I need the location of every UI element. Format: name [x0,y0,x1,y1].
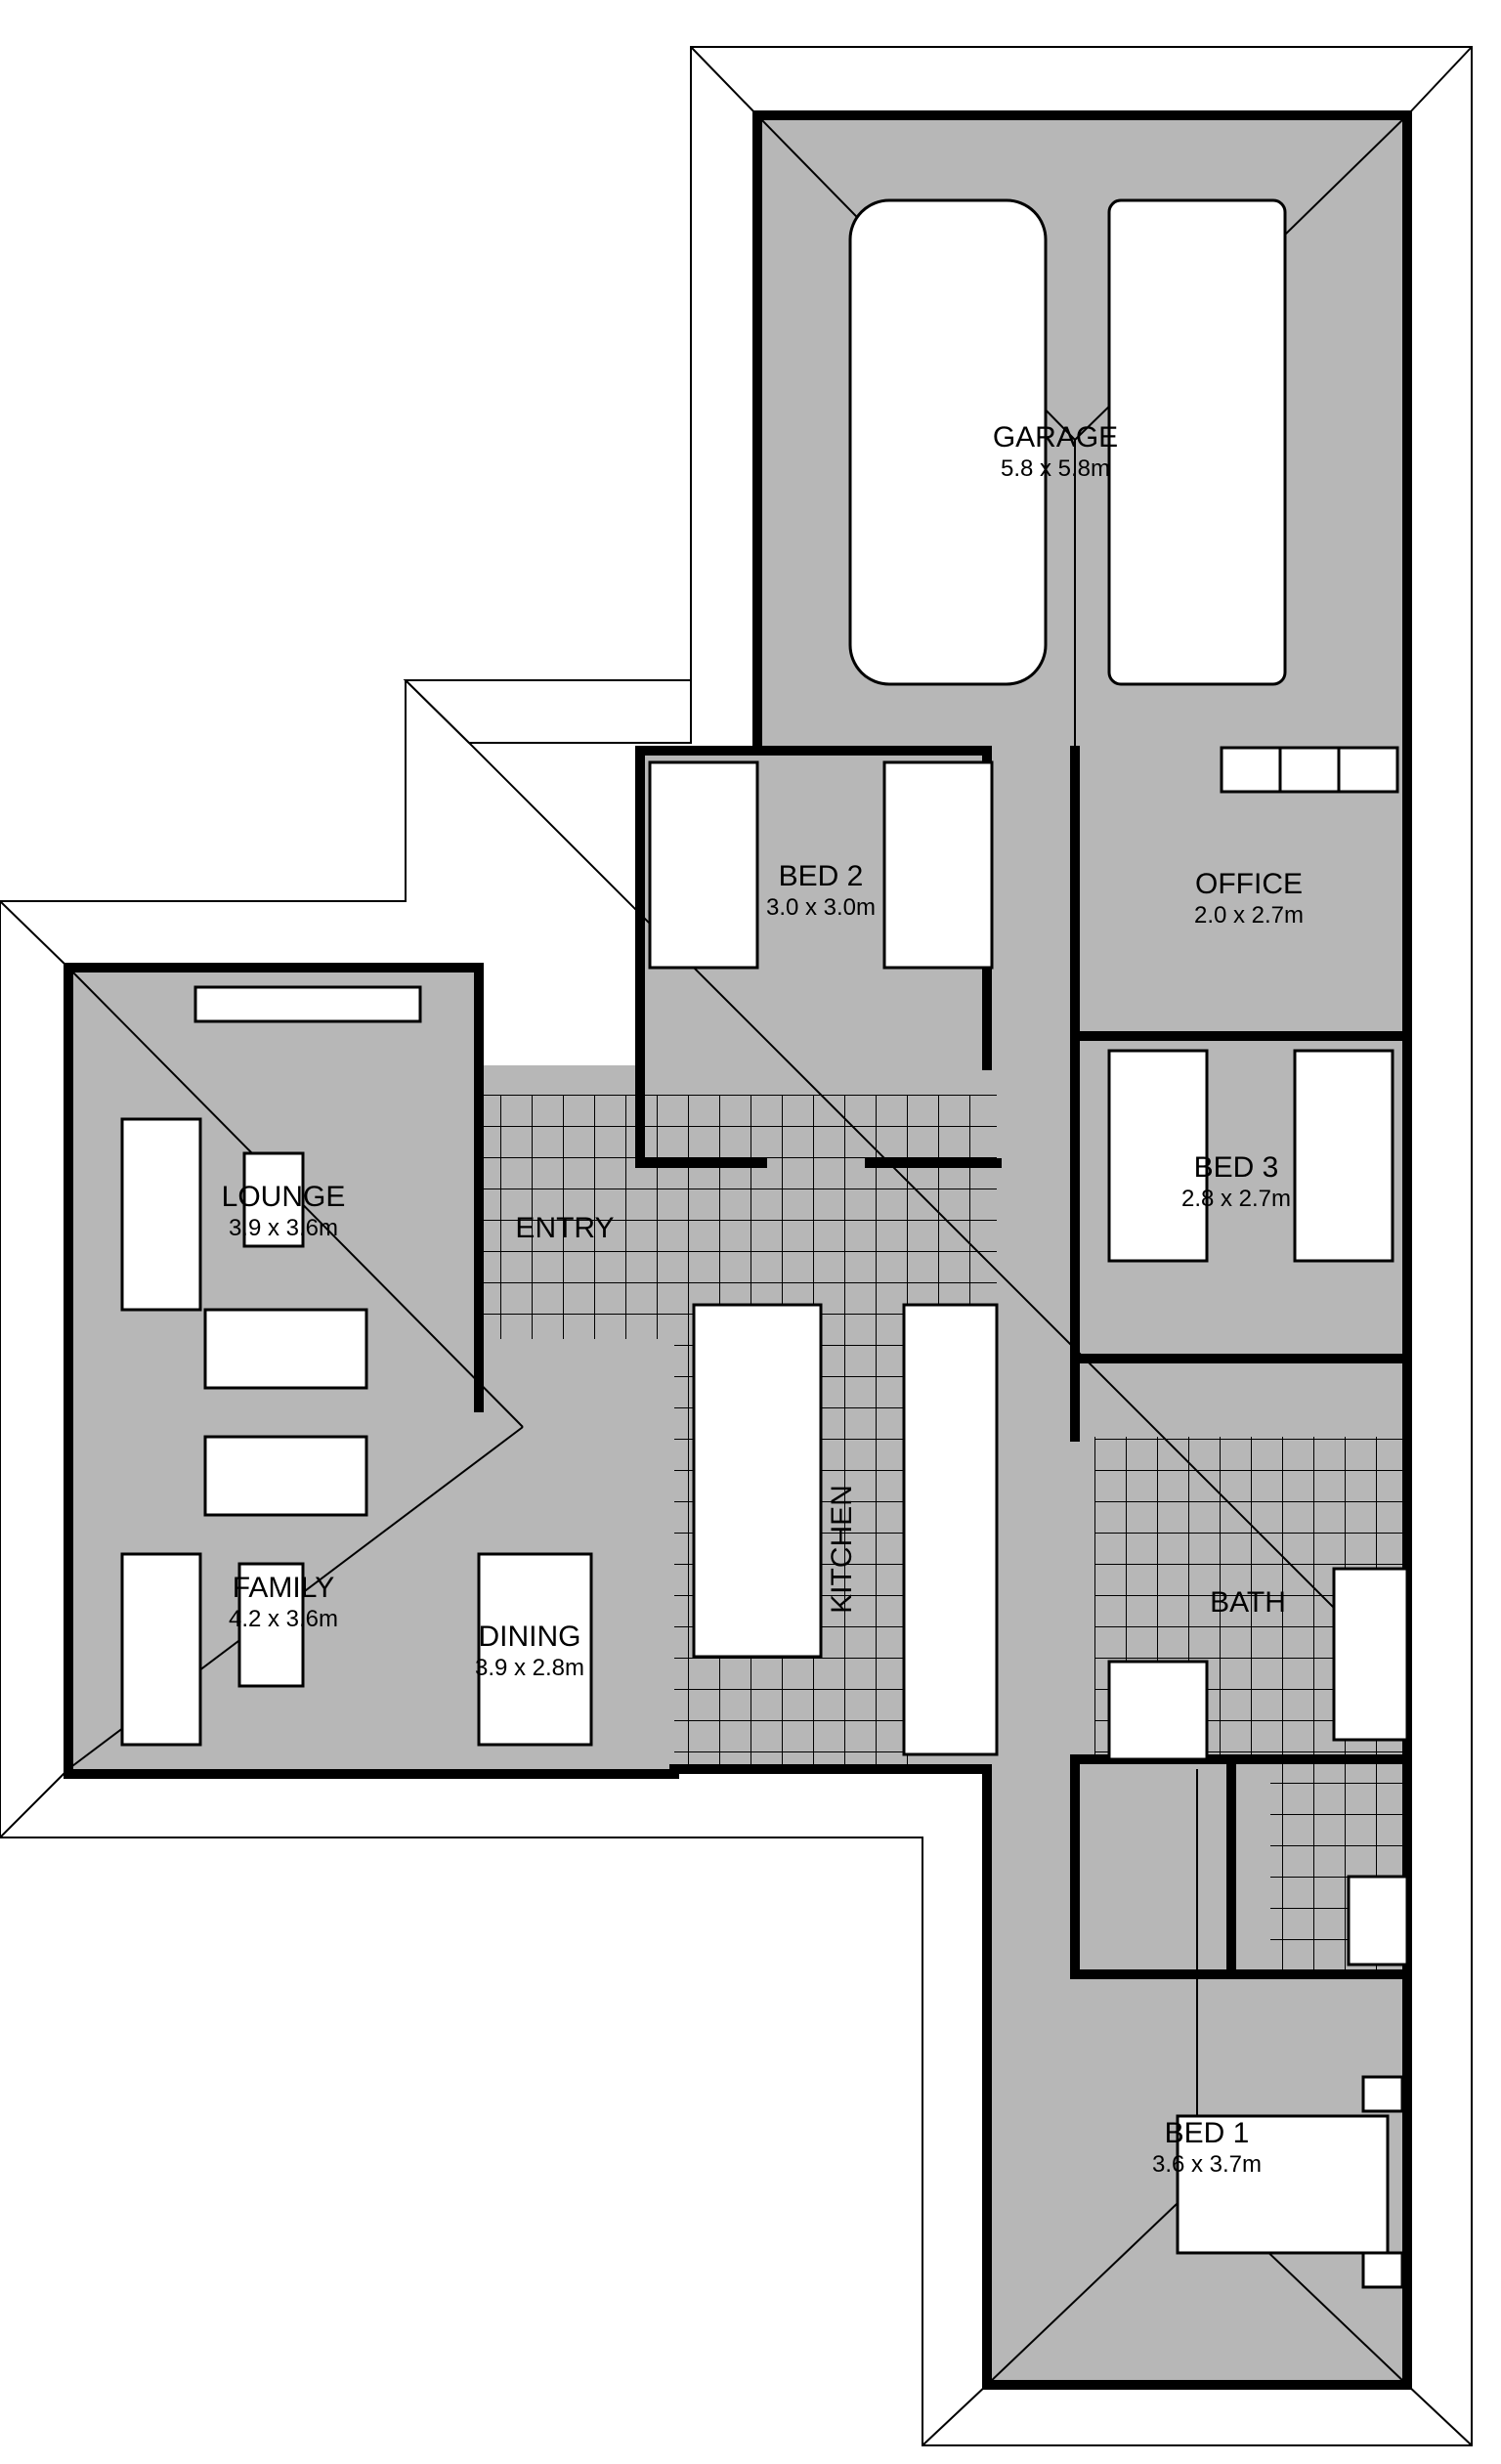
room-dimensions: 3.0 x 3.0m [765,894,877,921]
room-dimensions: 5.8 x 5.8m [1000,455,1111,482]
room-label-dining: DINING 3.9 x 2.8m [475,1621,584,1683]
room-name: BED 2 [778,860,864,892]
car-left [848,198,1048,686]
room-dimensions: 3.9 x 2.8m [474,1655,585,1681]
room-dimensions: 3.9 x 3.6m [228,1215,339,1241]
room-label-bed2: BED 2 3.0 x 3.0m [766,860,876,923]
room-label-kitchen: KITCHEN [826,1485,858,1614]
furniture [120,198,1409,2289]
room-name: BED 3 [1193,1151,1279,1184]
room-dimensions: 4.2 x 3.6m [228,1606,339,1632]
room-label-bath: BATH [1210,1586,1286,1620]
room-label-bed1: BED 1 3.6 x 3.7m [1152,2117,1262,2180]
car-right [1107,198,1287,686]
room-dimensions: 2.8 x 2.7m [1180,1186,1292,1212]
room-name: DINING [478,1621,581,1653]
room-name: GARAGE [992,421,1119,454]
room-name: BATH [1210,1586,1286,1619]
room-name: LOUNGE [221,1181,346,1213]
room-label-lounge: LOUNGE 3.9 x 3.6m [222,1181,346,1243]
room-name: BED 1 [1164,2117,1250,2149]
room-label-entry: ENTRY [515,1212,614,1245]
room-name: ENTRY [515,1212,615,1244]
room-label-bed3: BED 3 2.8 x 2.7m [1181,1151,1291,1214]
room-label-garage: GARAGE 5.8 x 5.8m [993,421,1118,484]
walls [64,110,1412,2390]
room-label-family: FAMILY 4.2 x 3.6m [229,1572,338,1634]
room-dimensions: 2.0 x 2.7m [1193,902,1305,929]
room-dimensions: 3.6 x 3.7m [1151,2151,1263,2178]
room-name: OFFICE [1195,868,1303,900]
room-name: FAMILY [232,1572,335,1604]
roof-hip-lines [0,46,1473,2446]
room-label-office: OFFICE 2.0 x 2.7m [1194,868,1304,930]
